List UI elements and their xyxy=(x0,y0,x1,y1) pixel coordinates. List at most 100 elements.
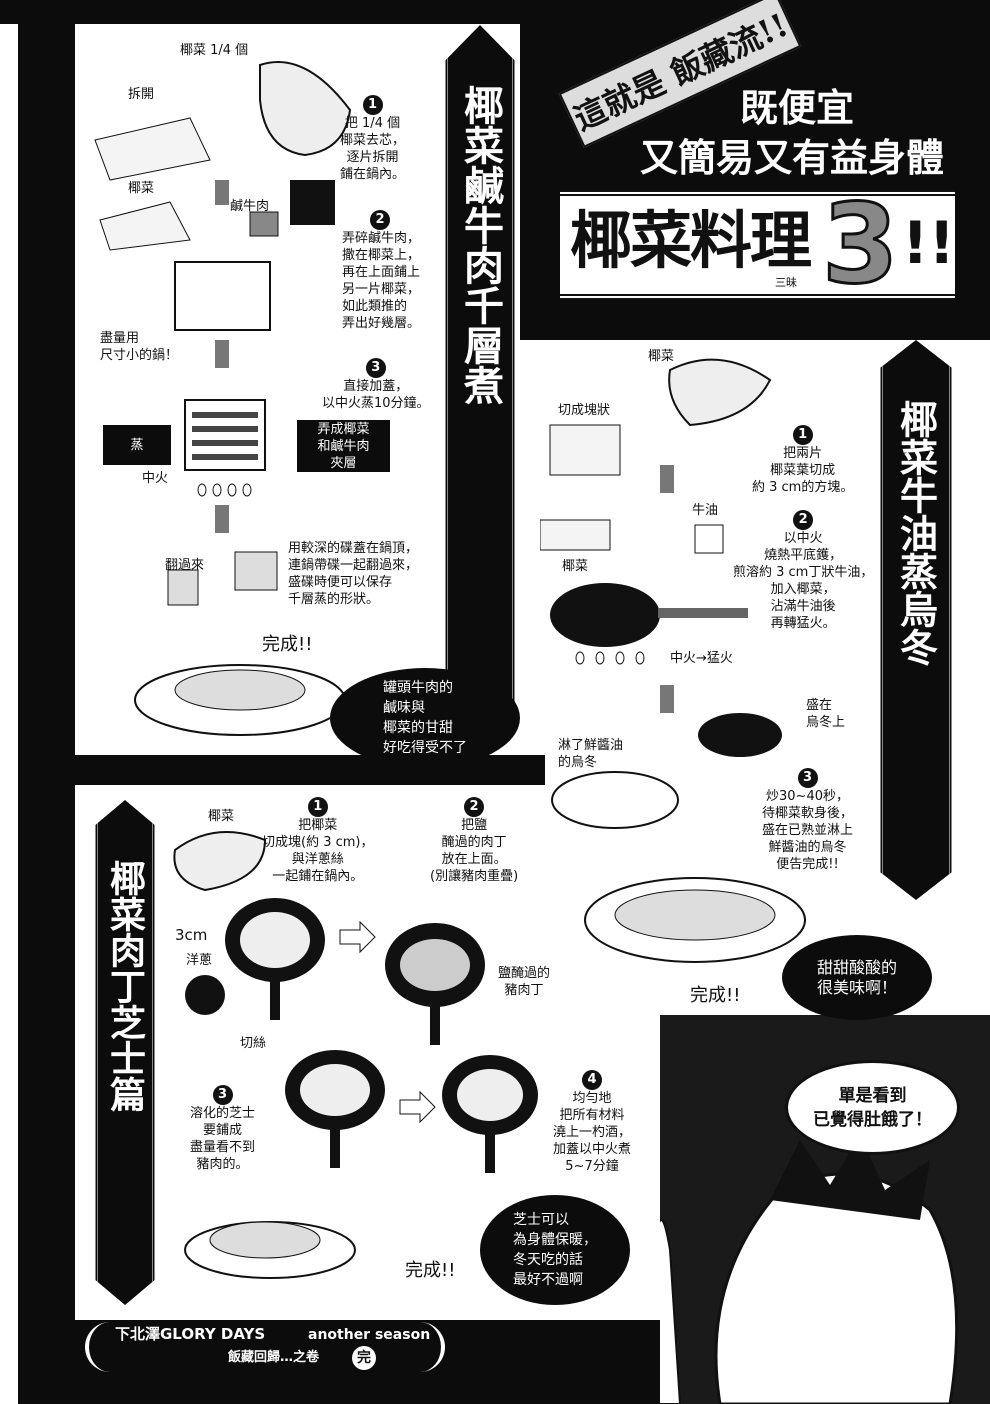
cabbage-leaf-icon xyxy=(99,201,191,251)
label-plate-on: 盛在 烏冬上 xyxy=(806,698,846,730)
header-line1: 既便宜 xyxy=(740,85,855,130)
arrow-down-icon xyxy=(215,340,229,368)
frying-pan-icon xyxy=(550,583,660,647)
arrow-down-icon xyxy=(660,685,674,713)
label-corned-beef: 鹹牛肉 xyxy=(230,199,270,214)
corned-beef-can-icon xyxy=(290,180,335,225)
step-number: 2 xyxy=(793,510,814,530)
butter-icon xyxy=(694,524,724,554)
udon-icon xyxy=(614,889,776,941)
label-small-pot: 盡量用 尺寸小的鍋！ xyxy=(100,331,179,363)
recipe3-illustrations xyxy=(173,831,538,1279)
flame-icon xyxy=(197,483,252,497)
recipe2-illustrations xyxy=(540,358,806,963)
arrow-right-icon xyxy=(399,1090,436,1124)
label-cabbage: 椰菜 xyxy=(208,809,235,824)
frying-pan-icon xyxy=(698,713,782,757)
main-title: 椰菜料理 xyxy=(570,204,812,277)
recipe2-title: 椰菜牛油蒸烏冬 xyxy=(880,340,952,900)
character-speech-bubble: 單是看到 已覺得肚餓了！ xyxy=(785,1060,960,1155)
step-number: 1 xyxy=(792,425,813,445)
step-number: 4 xyxy=(582,1070,602,1090)
recipe1-speech-bubble: 罐頭牛肉的 鹹味與 椰菜的甘甜 好吃得受不了 xyxy=(330,668,520,768)
pan-handle xyxy=(658,608,748,618)
label-cabbage: 椰菜 xyxy=(648,349,675,364)
label-onion: 洋蔥 xyxy=(186,953,213,968)
big-number: 3 xyxy=(821,180,901,308)
cabbage-pieces-icon xyxy=(540,519,611,551)
flipped-pot-icon xyxy=(167,569,199,606)
label-done: 完成!! xyxy=(405,1260,456,1281)
step-number: 2 xyxy=(464,797,485,817)
chapter-title: 飯藏回歸…之卷 xyxy=(228,1350,320,1365)
step-text: 溶化的芝士 要鋪成 盡量看不到 豬肉的。 xyxy=(190,1106,256,1172)
step-number: 1 xyxy=(362,95,383,115)
label-pork: 鹽醃過的 豬肉丁 xyxy=(498,966,551,998)
left-border xyxy=(18,0,75,1404)
udon-plate-icon xyxy=(551,771,679,829)
pot-icon xyxy=(174,261,271,331)
step-text: 把鹽 醃過的肉丁 放在上面。 (別讓豬肉重疊) xyxy=(430,818,519,884)
label-tear: 拆開 xyxy=(128,87,155,102)
title-exclaim: !! xyxy=(902,209,955,277)
step-number: 1 xyxy=(307,797,328,817)
step-text: 直接加蓋， 以中火蒸10分鐘。 xyxy=(322,379,430,411)
step-text: 把兩片 椰菜葉切成 約 3 cm的方塊。 xyxy=(752,446,854,495)
dish-icon xyxy=(174,669,306,711)
pot-icon xyxy=(234,551,278,591)
label-cabbage: 椰菜 xyxy=(128,181,155,196)
step-text: 以中火 燒熱平底鑊， 煎溶約 3 cm丁狀牛油， 加入椰菜， 沾滿牛油後 再轉猛… xyxy=(733,531,874,631)
recipe1-title: 椰菜鹹牛肉千層煮 xyxy=(445,25,515,740)
recipe1-note: 用較深的碟蓋在鍋頂， 連鍋帶碟一起翻過來， 盛碟時便可以保存 千層蒸的形狀。 xyxy=(288,541,419,607)
label-cabbage2: 椰菜 xyxy=(562,559,589,574)
label-done: 完成!! xyxy=(262,634,313,655)
cabbage-leaves-icon xyxy=(94,117,211,181)
recipe3-speech-bubble: 芝士可以 為身體保暖， 冬天吃的話 最好不過啊 xyxy=(480,1195,630,1305)
step-text: 均勻地 把所有材料 澆上一杓酒， 加蓋以中火煮 5~7分鐘 xyxy=(553,1091,632,1174)
header-line2: 又簡易又有益身體 xyxy=(640,135,945,180)
cabbage-leaf-icon xyxy=(668,358,772,427)
series-subtitle: another season xyxy=(308,1327,431,1343)
onion-icon xyxy=(185,975,225,1015)
label-medium-heat: 中火 xyxy=(142,471,169,486)
step-number: 3 xyxy=(212,1085,233,1105)
label-steam: 蒸 xyxy=(103,425,171,465)
arrow-down-icon xyxy=(215,180,229,205)
cabbage-leaf-icon xyxy=(173,831,267,892)
ruby-text: 三昧 xyxy=(775,276,797,289)
character-illustration xyxy=(660,1135,959,1404)
hair xyxy=(770,1135,930,1220)
cabbage-icon xyxy=(259,61,352,157)
label-done: 完成!! xyxy=(690,985,741,1006)
step-number: 2 xyxy=(370,210,390,230)
label-cut: 切成塊狀 xyxy=(558,403,611,418)
step-number: 3 xyxy=(365,358,386,378)
end-mark: 完 xyxy=(352,1346,376,1370)
step-number: 3 xyxy=(797,768,818,788)
label-size: 3cm xyxy=(175,926,208,944)
step-text: 把 1/4 個 椰菜去芯， 逐片拆開 鋪在鍋內。 xyxy=(340,116,406,182)
step-text: 炒30~40秒， 待椰菜軟身後， 盛在已熟並淋上 鮮醬油的烏冬 便告完成!! xyxy=(762,789,854,872)
corned-beef-icon xyxy=(249,211,279,237)
recipe1-illustrations xyxy=(94,61,352,736)
main-title-box: 椰菜料理 3 三昧 !! xyxy=(560,183,955,306)
label-layered: 弄成椰菜 和鹹牛肉 夾層 xyxy=(297,420,390,472)
footer-bracket xyxy=(85,1322,445,1372)
cabbage-pieces-icon xyxy=(549,424,621,476)
label-flip: 翻過來 xyxy=(165,558,205,573)
flame-icon xyxy=(575,651,645,665)
label-udon: 淋了鮮醬油 的烏冬 xyxy=(558,738,624,770)
label-heat: 中火→猛火 xyxy=(670,651,733,666)
pointing-hand-icon xyxy=(660,1219,682,1404)
cheese-dish-icon xyxy=(209,1221,321,1259)
series-title: 下北澤GLORY DAYS xyxy=(115,1325,266,1343)
recipe2-speech-bubble: 甜甜酸酸的 很美味啊！ xyxy=(782,935,932,1020)
label-cabbage-quarter: 椰菜 1/4 個 xyxy=(180,43,249,58)
